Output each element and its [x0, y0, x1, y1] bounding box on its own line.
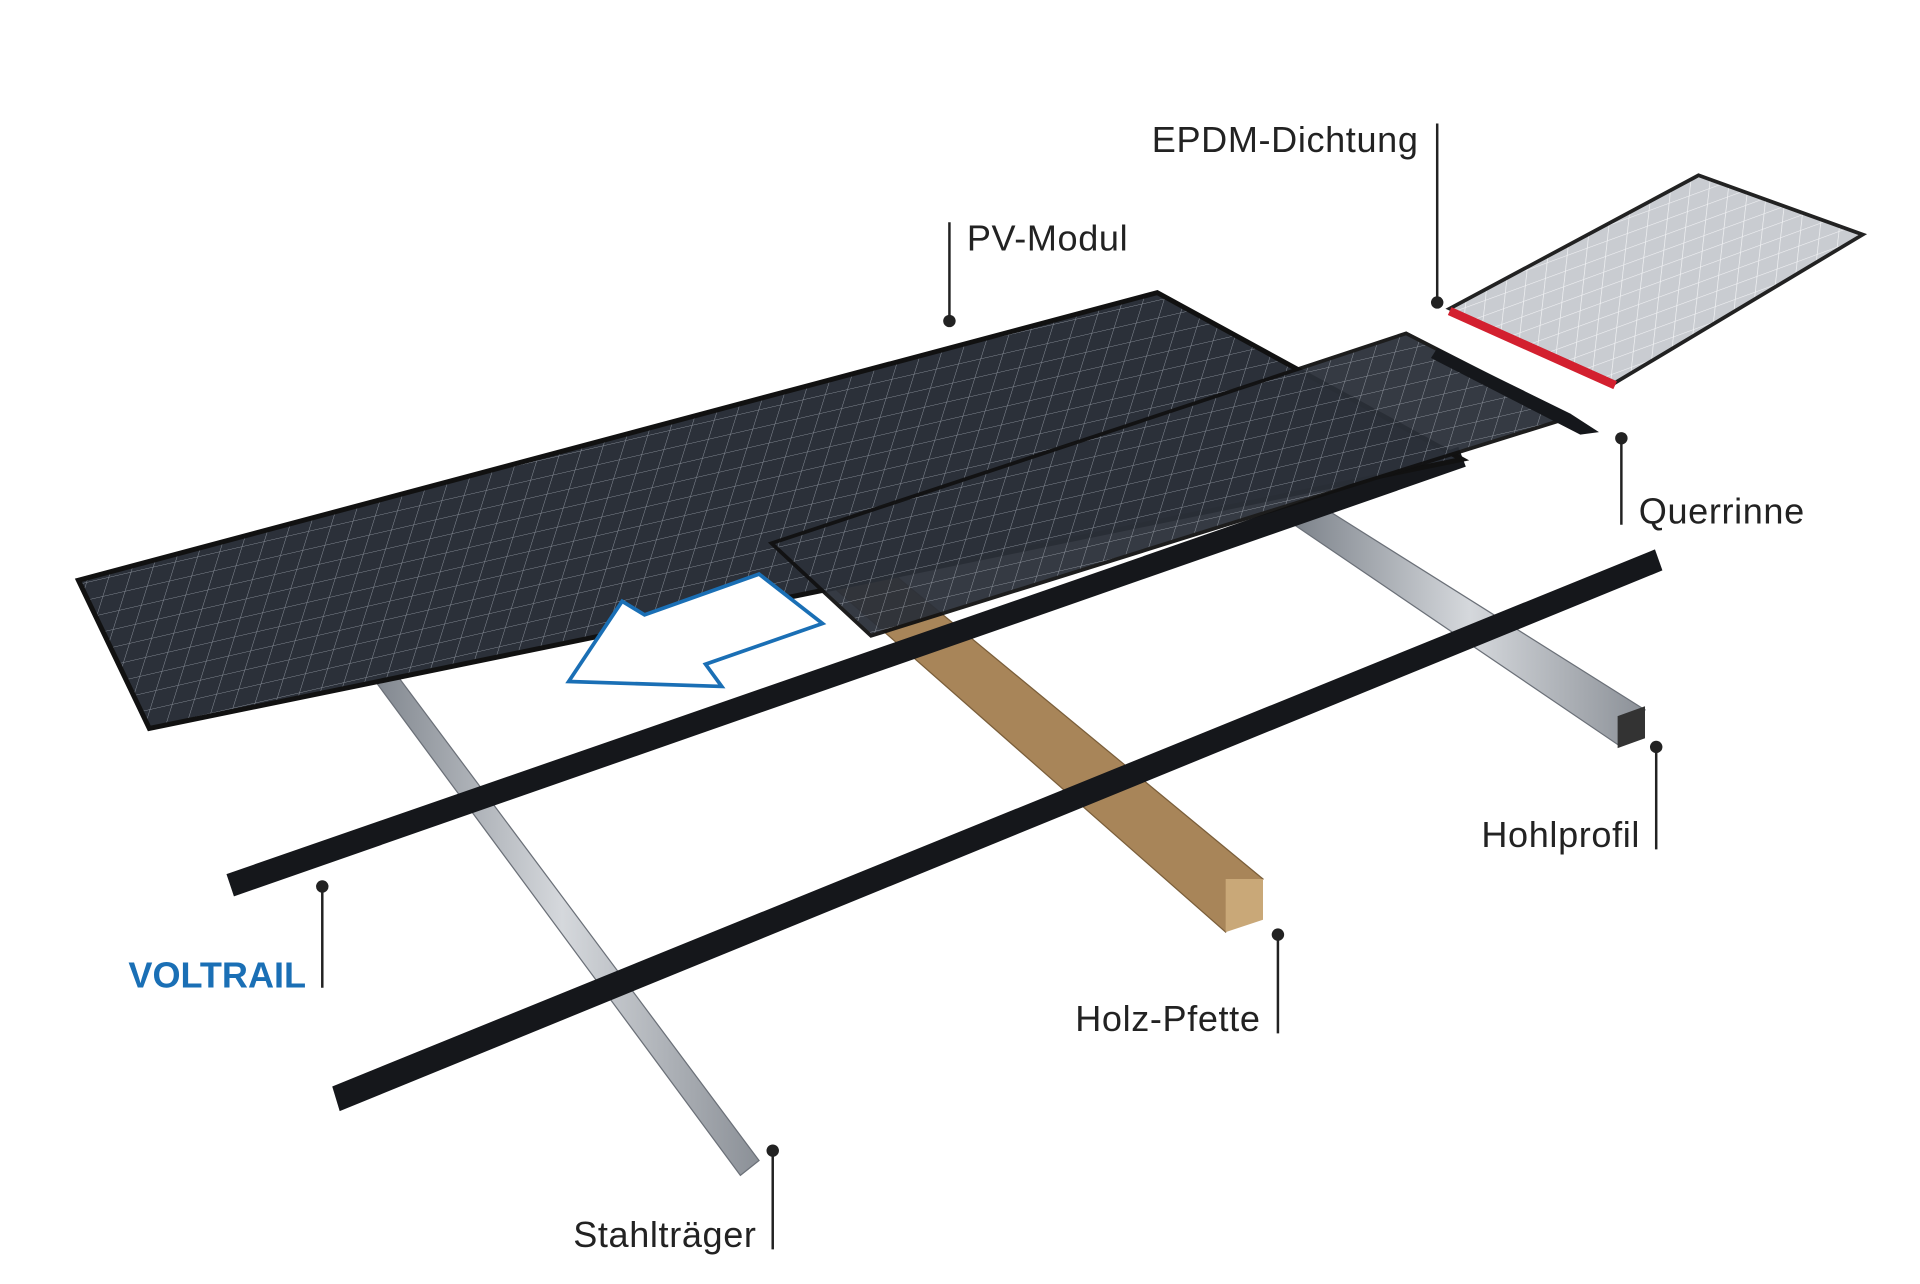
label-voltrail: VOLTRAIL [128, 955, 306, 996]
callout-holz-pfette: Holz-Pfette [1075, 928, 1285, 1039]
label-epdm: EPDM-Dichtung [1152, 119, 1419, 160]
pv-module-detached [1445, 173, 1868, 385]
slope-direction-arrow-icon [565, 572, 827, 689]
label-stahltraeger: Stahlträger [573, 1214, 756, 1255]
callout-epdm: EPDM-Dichtung [1152, 119, 1444, 309]
label-hohlprofil: Hohlprofil [1481, 814, 1640, 855]
callout-pv-modul: PV-Modul [943, 218, 1128, 328]
label-pv-modul: PV-Modul [967, 218, 1128, 259]
callout-stahltraeger: Stahlträger [573, 1144, 779, 1255]
cross-gutter [1430, 348, 1599, 435]
pv-module-main [74, 289, 1470, 732]
label-holz-pfette: Holz-Pfette [1075, 998, 1260, 1039]
epdm-seal-strip [1447, 307, 1617, 390]
label-querrinne: Querrinne [1639, 491, 1805, 532]
callout-hohlprofil: Hohlprofil [1481, 740, 1663, 855]
voltrail-rail-2 [332, 549, 1663, 1112]
voltrail-rail-1 [226, 446, 1466, 897]
steel-beam-left [363, 656, 760, 1177]
callout-voltrail: VOLTRAIL [128, 880, 329, 996]
callout-querrinne: Querrinne [1615, 432, 1805, 532]
